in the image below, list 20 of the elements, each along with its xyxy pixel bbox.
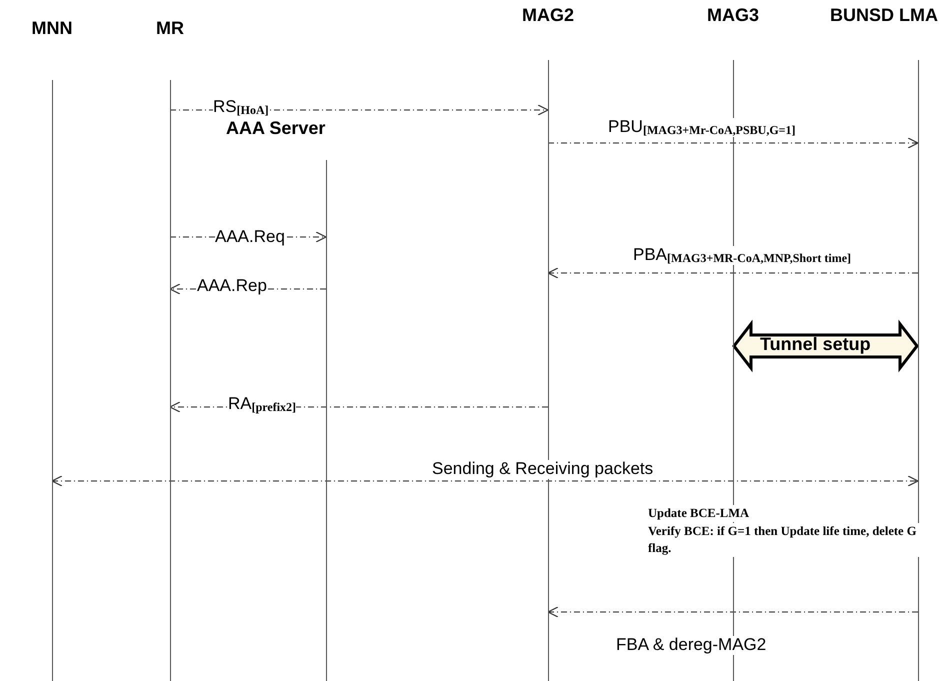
participant-label: MAG3 — [706, 5, 760, 26]
edge-label: FBA & dereg-MAG2 — [616, 636, 766, 655]
double-arrow — [732, 320, 919, 372]
edge-label: RS$_{[HoA]}$ — [213, 98, 269, 118]
edge-label: AAA.Rep — [197, 277, 267, 296]
participant-label: AAA Server — [226, 118, 326, 139]
note-text: Verify BCE: if G=1 then Update life time, delete G flag. — [648, 523, 920, 557]
note-text: Update BCE-LMA — [648, 505, 750, 522]
participant-label: BUNSD LMA — [830, 5, 938, 26]
arrow — [548, 137, 919, 149]
participant-label: MNN — [30, 18, 74, 39]
edge-label: Sending & Receiving packets — [432, 460, 654, 479]
edge-label: AAA.Req — [215, 228, 285, 247]
arrow — [547, 267, 918, 279]
arrow — [547, 606, 918, 618]
edge-label: Tunnel setup — [760, 335, 871, 355]
edge-label: RA$_{[prefix2]}$ — [228, 395, 296, 414]
participant-label: MR — [155, 18, 185, 39]
arrow — [51, 475, 919, 487]
participant-label: MAG2 — [520, 5, 575, 26]
